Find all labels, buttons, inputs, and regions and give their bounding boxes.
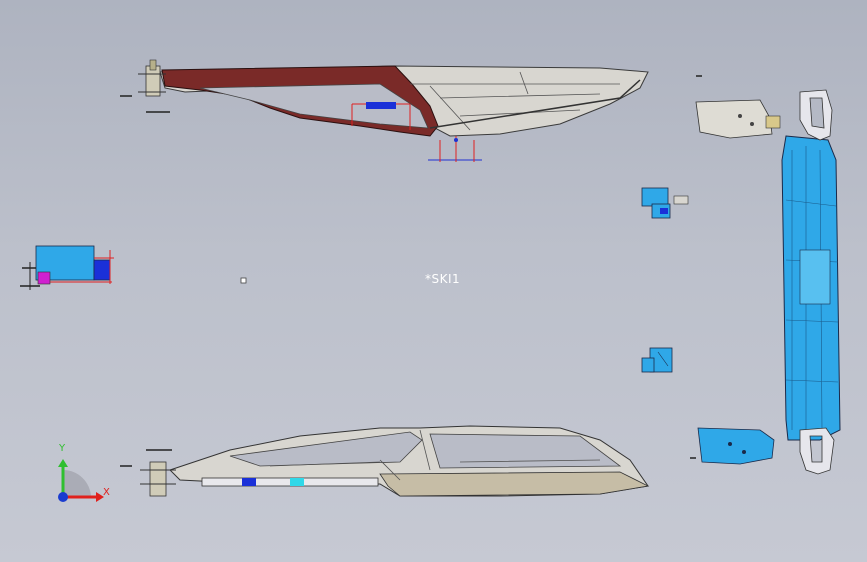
sketch-point[interactable] bbox=[240, 277, 247, 284]
rear-structure[interactable] bbox=[690, 75, 841, 475]
bottom-panel-rear-window bbox=[429, 433, 622, 469]
rear-lower-hook-frame[interactable] bbox=[799, 427, 835, 475]
bottom-left-hinge-bracket[interactable] bbox=[120, 449, 176, 497]
top-side-panel[interactable] bbox=[120, 59, 649, 162]
triad-x-arrow-icon bbox=[96, 492, 104, 502]
triad-x-label: X bbox=[103, 487, 110, 498]
bottom-panel-rail[interactable] bbox=[201, 477, 379, 487]
left-bracket-part[interactable] bbox=[20, 245, 114, 290]
top-panel-trim-line bbox=[429, 79, 641, 129]
sketch-name-label[interactable]: *SKI1 bbox=[425, 272, 461, 286]
rear-upper-grey-bracket[interactable] bbox=[695, 75, 781, 139]
upper-clip-part[interactable] bbox=[641, 187, 689, 219]
bottom-panel-lower-trim[interactable] bbox=[379, 471, 650, 497]
bottom-panel-detail-lines bbox=[269, 429, 601, 481]
triad-z-axis-icon bbox=[58, 492, 68, 502]
rear-upper-hook-frame[interactable] bbox=[799, 89, 833, 141]
triad-y-arrow-icon bbox=[58, 459, 68, 467]
triad-plane-wedge bbox=[63, 470, 91, 497]
top-left-hinge-bracket[interactable] bbox=[120, 59, 170, 113]
rear-lower-blue-bracket[interactable] bbox=[690, 427, 775, 465]
bottom-panel-front-window bbox=[229, 431, 423, 467]
coordinate-triad bbox=[58, 459, 104, 502]
triad-y-label: Y bbox=[59, 443, 66, 454]
top-panel-window-opening bbox=[199, 83, 429, 129]
lower-clip-part[interactable] bbox=[641, 347, 673, 373]
bottom-side-panel[interactable] bbox=[120, 425, 650, 497]
top-panel-sketch-dims[interactable] bbox=[351, 102, 482, 162]
top-panel-inner-lines bbox=[410, 71, 620, 131]
